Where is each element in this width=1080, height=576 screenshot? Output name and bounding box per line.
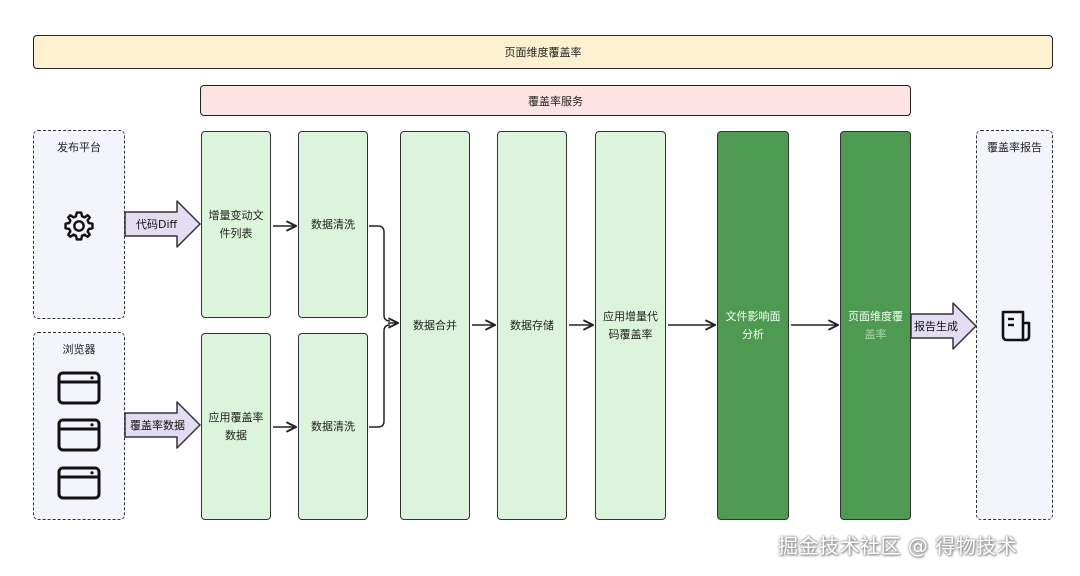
page-dimension-coverage-label-line2: 盖率 [864, 327, 887, 341]
clean-top-to-merge-connector [369, 225, 391, 322]
code-diff-block-arrow [124, 200, 201, 248]
app-coverage-data-box: 应用覆盖率数据 [201, 333, 271, 520]
report-generation-block-arrow [910, 302, 977, 350]
document-icon [1001, 310, 1031, 342]
page-coverage-banner: 页面维度覆盖率 [33, 35, 1053, 69]
browser-panel: 浏览器 [33, 332, 125, 520]
app-incremental-coverage-label: 应用增量代码覆盖率 [603, 309, 658, 341]
page-dimension-coverage-label-line1: 页面维度覆 [848, 309, 903, 323]
page-dimension-coverage-box: 页面维度覆盖率 [840, 131, 911, 520]
data-clean-bottom-label: 数据清洗 [311, 419, 355, 433]
page-coverage-banner-label: 页面维度覆盖率 [504, 46, 582, 59]
coverage-service-banner: 覆盖率服务 [200, 85, 911, 116]
browser-window-icon [57, 371, 101, 405]
browser-window-icon [57, 418, 101, 452]
page-dimension-coverage-label: 页面维度覆盖率 [848, 308, 903, 344]
incremental-files-label: 增量变动文件列表 [208, 208, 264, 240]
data-storage-box: 数据存储 [497, 131, 567, 520]
coverage-report-title: 覆盖率报告 [987, 141, 1042, 154]
publish-platform-panel: 发布平台 [33, 130, 125, 319]
data-merge-label: 数据合并 [413, 318, 457, 332]
watermark: 掘金技术社区 @ 得物技术 [778, 534, 1018, 558]
data-merge-box: 数据合并 [400, 131, 470, 520]
clean-bottom-to-merge-connector [369, 324, 391, 428]
coverage-data-block-arrow [124, 401, 201, 449]
data-clean-top-label: 数据清洗 [311, 217, 355, 231]
file-impact-analysis-box: 文件影响面分析 [717, 131, 789, 520]
coverage-report-panel: 覆盖率报告 [976, 130, 1053, 520]
data-storage-label: 数据存储 [510, 318, 554, 332]
browser-title: 浏览器 [62, 343, 96, 356]
incremental-files-box: 增量变动文件列表 [201, 131, 271, 318]
data-clean-bottom-box: 数据清洗 [298, 333, 368, 520]
data-clean-top-box: 数据清洗 [298, 131, 368, 318]
app-coverage-data-label: 应用覆盖率数据 [208, 410, 264, 442]
app-incremental-coverage-box: 应用增量代码覆盖率 [595, 131, 666, 520]
file-impact-analysis-label: 文件影响面分析 [725, 309, 781, 341]
gear-icon [64, 211, 94, 241]
coverage-service-banner-label: 覆盖率服务 [528, 94, 583, 108]
publish-platform-title: 发布平台 [57, 141, 101, 154]
browser-window-icon [57, 466, 101, 500]
